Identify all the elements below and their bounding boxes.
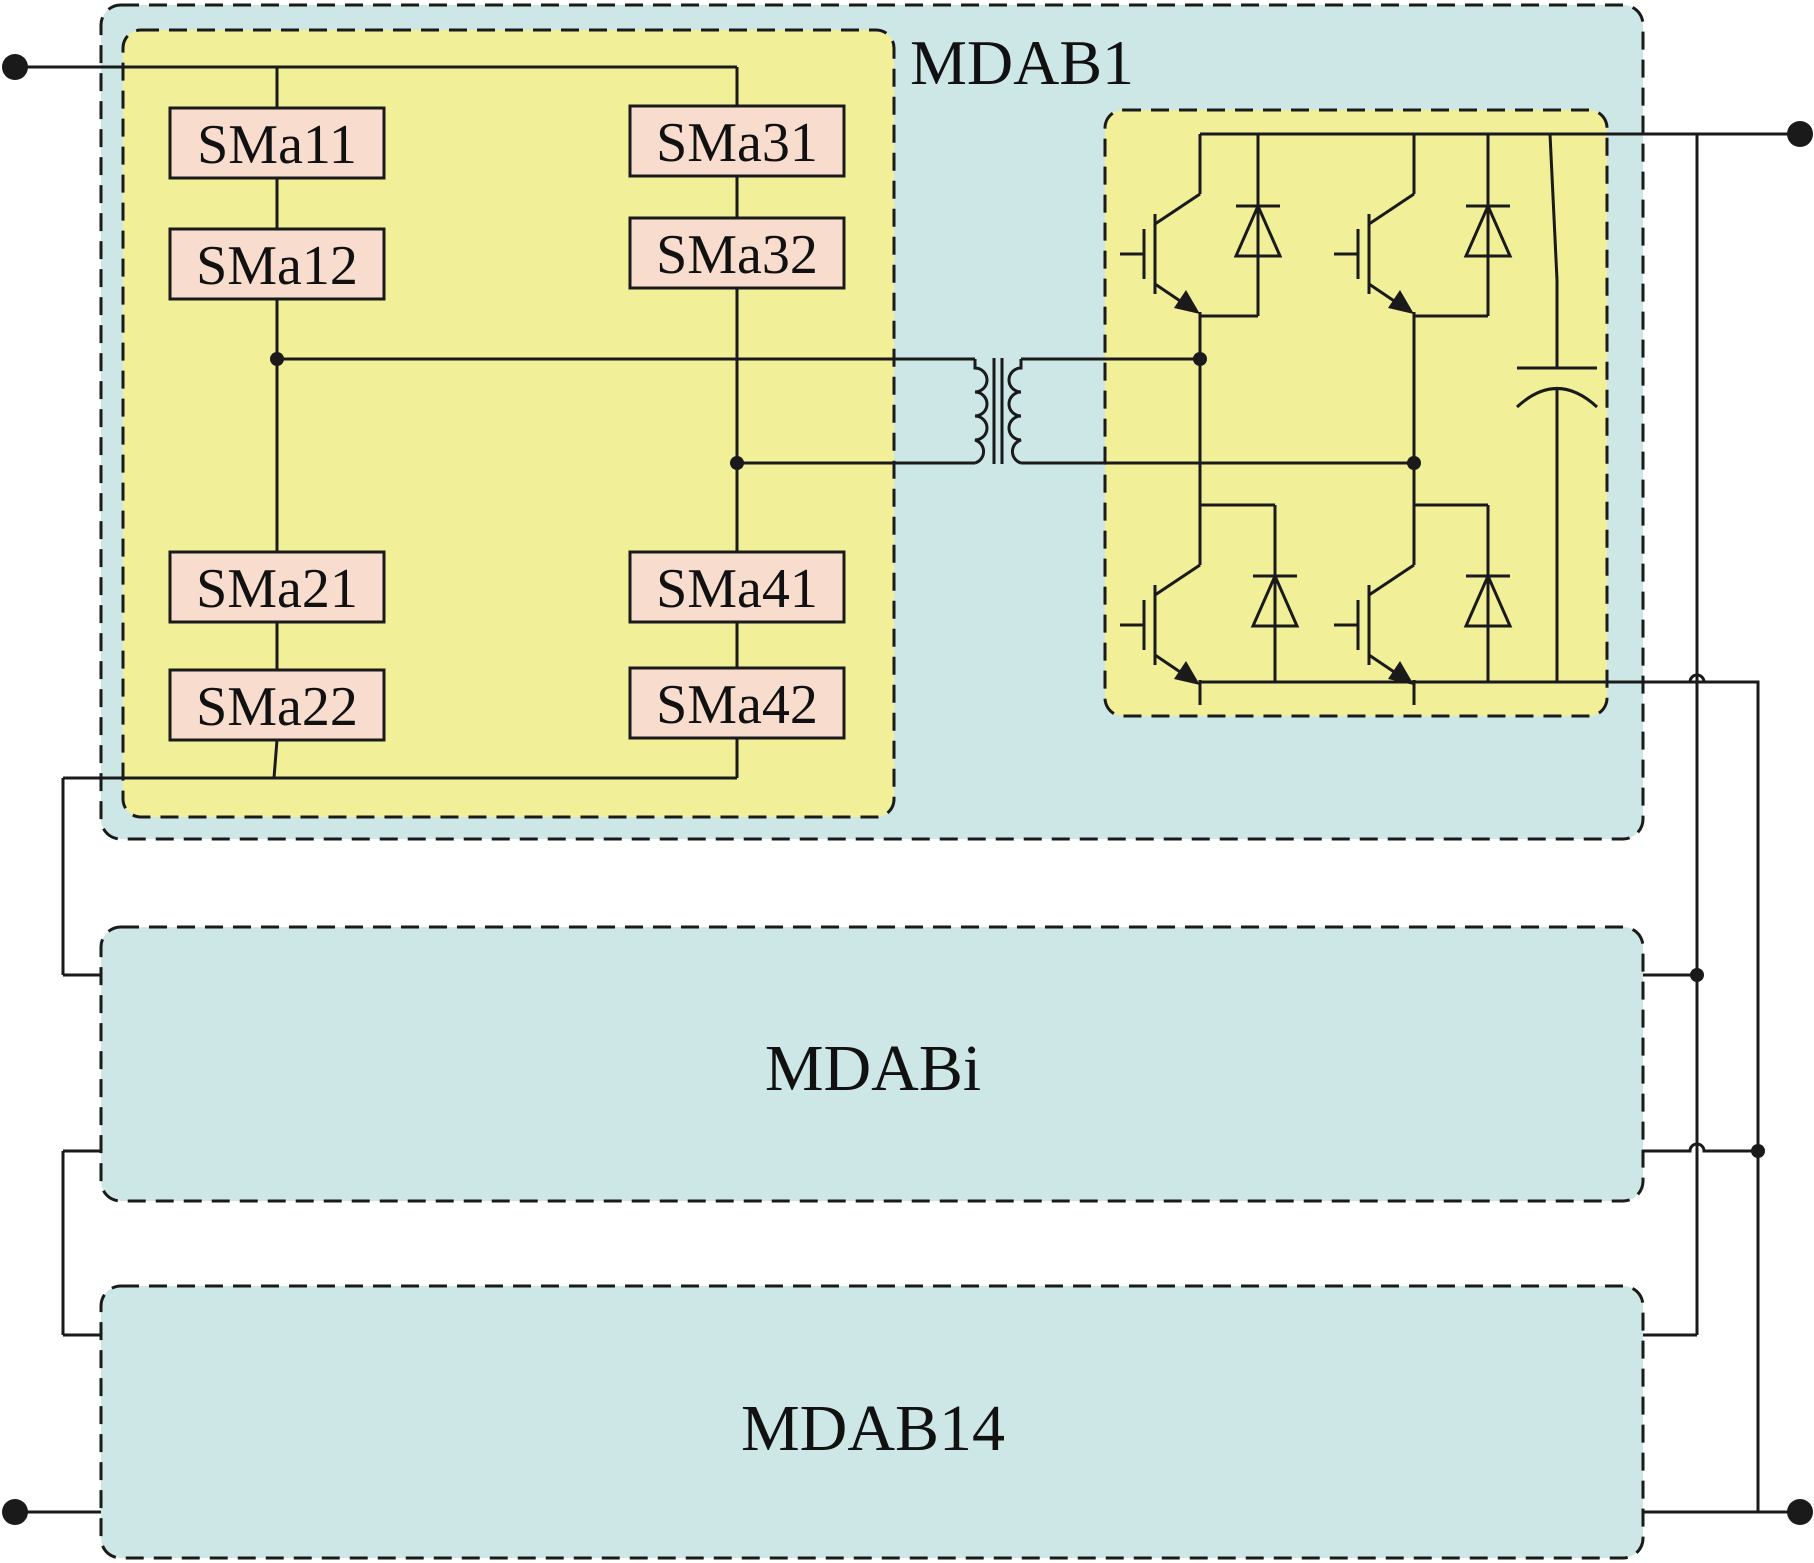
mdab14-module-box xyxy=(99,1284,1645,1560)
submodule-label: SMa21 xyxy=(196,558,358,620)
submodule-sma32: SMa32 xyxy=(628,216,846,290)
left-bridge-wiring xyxy=(15,65,975,1514)
submodule-sma22: SMa22 xyxy=(168,668,386,742)
submodule-label: SMa12 xyxy=(196,235,358,297)
mdab1-label: MDAB1 xyxy=(910,27,1134,98)
submodule-label: SMa42 xyxy=(656,674,818,736)
submodule-sma11: SMa11 xyxy=(168,106,386,180)
submodule-sma42: SMa42 xyxy=(628,666,846,740)
h-bridge-circuit xyxy=(1198,132,1800,684)
h-bridge-box xyxy=(1103,108,1609,718)
right-output-wiring xyxy=(1643,134,1800,1514)
submodule-label: SMa41 xyxy=(656,558,818,620)
submodule-sma12: SMa12 xyxy=(168,227,386,301)
terminal-dot-icon xyxy=(2,54,1813,1525)
junction-dots xyxy=(270,352,1765,1158)
submodule-label: SMa31 xyxy=(656,112,818,174)
mdabi-module-box xyxy=(99,925,1645,1203)
submodule-label: SMa32 xyxy=(656,224,818,286)
submodule-sma21: SMa21 xyxy=(168,550,386,624)
submodule-label: SMa22 xyxy=(196,676,358,738)
submodule-label: SMa11 xyxy=(197,114,357,176)
submodule-sma31: SMa31 xyxy=(628,104,846,178)
mdabi-label: MDABi xyxy=(765,1032,981,1105)
transformer-icon xyxy=(973,357,1414,465)
submodule-sma41: SMa41 xyxy=(628,550,846,624)
mdab14-label: MDAB14 xyxy=(741,1392,1005,1465)
igbt-wire-fixes xyxy=(1198,312,1416,684)
